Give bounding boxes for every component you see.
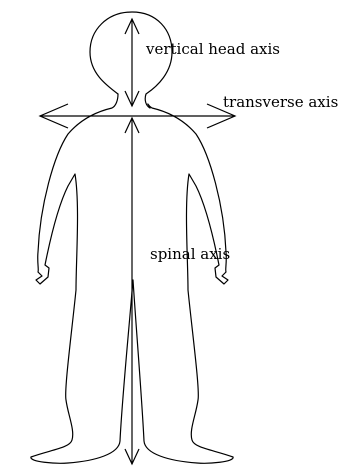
vertical-head-axis-label: vertical head axis [146,40,280,58]
head-outline [90,12,172,108]
transverse-axis-label: transverse axis [223,93,338,111]
spinal-axis-label: spinal axis [150,245,230,263]
